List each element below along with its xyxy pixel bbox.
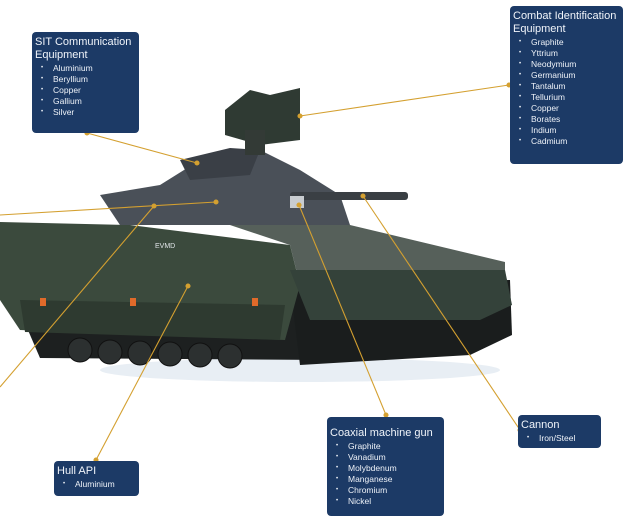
side-skirt — [20, 300, 285, 340]
material-item: Germanium — [519, 70, 620, 81]
hull-front — [290, 270, 512, 320]
material-item: Graphite — [336, 441, 441, 452]
leader-left-upper — [0, 201, 217, 216]
callout-title: SIT Communication Equipment — [35, 36, 132, 61]
material-list: AluminiumBerylliumCopperGalliumSilver — [35, 63, 136, 118]
callout-title: Combat Identification Equipment — [513, 10, 617, 35]
leader-left-lower — [0, 205, 155, 388]
material-list: GraphiteVanadiumMolybdenumManganeseChrom… — [330, 441, 441, 507]
leader-sit — [86, 132, 198, 164]
callout-hull-api: Hull API Aluminium — [54, 461, 139, 496]
leader-coax — [298, 204, 387, 416]
road-wheels — [67, 337, 243, 369]
material-item: Gallium — [41, 96, 136, 107]
material-item: Graphite — [519, 37, 620, 48]
side-markers — [40, 298, 258, 306]
callout-coaxial-machine-gun: Coaxial machine gun GraphiteVanadiumMoly… — [327, 417, 444, 516]
material-item: Nickel — [336, 496, 441, 507]
material-item: Vanadium — [336, 452, 441, 463]
material-item: Molybdenum — [336, 463, 441, 474]
material-item: Cadmium — [519, 136, 620, 147]
material-item: Borates — [519, 114, 620, 125]
material-list: Iron/Steel — [521, 433, 598, 444]
material-item: Chromium — [336, 485, 441, 496]
callout-cannon: Cannon Iron/Steel — [518, 415, 601, 448]
callout-combat-identification: Combat Identification Equipment Graphite… — [510, 6, 623, 164]
callout-title: Coaxial machine gun — [330, 427, 433, 439]
leader-hull-api — [95, 285, 189, 461]
sight-unit — [225, 88, 300, 145]
material-list: Aluminium — [57, 479, 136, 490]
turret — [100, 150, 350, 225]
cannon-barrel — [290, 192, 408, 200]
material-item: Indium — [519, 125, 620, 136]
commander-hatch — [180, 148, 260, 180]
leader-lines — [0, 82, 523, 463]
material-item: Neodymium — [519, 59, 620, 70]
callout-title: Hull API — [57, 465, 97, 477]
sight-mount — [245, 130, 265, 155]
material-item: Tantalum — [519, 81, 620, 92]
material-item: Copper — [41, 85, 136, 96]
leader-cannon — [362, 195, 521, 431]
material-item: Manganese — [336, 474, 441, 485]
callout-title: Cannon — [521, 419, 560, 431]
material-list: GraphiteYttriumNeodymiumGermaniumTantalu… — [513, 37, 620, 147]
material-item: Aluminium — [63, 479, 136, 490]
material-item: Aluminium — [41, 63, 136, 74]
material-item: Copper — [519, 103, 620, 114]
material-item: Beryllium — [41, 74, 136, 85]
material-item: Silver — [41, 107, 136, 118]
callout-sit-communication: SIT Communication Equipment AluminiumBer… — [32, 32, 139, 133]
material-item: Tellurium — [519, 92, 620, 103]
leader-combat-id — [299, 84, 510, 117]
material-item: Iron/Steel — [527, 433, 598, 444]
material-item: Yttrium — [519, 48, 620, 59]
vehicle-marking: EVMD — [155, 243, 175, 250]
